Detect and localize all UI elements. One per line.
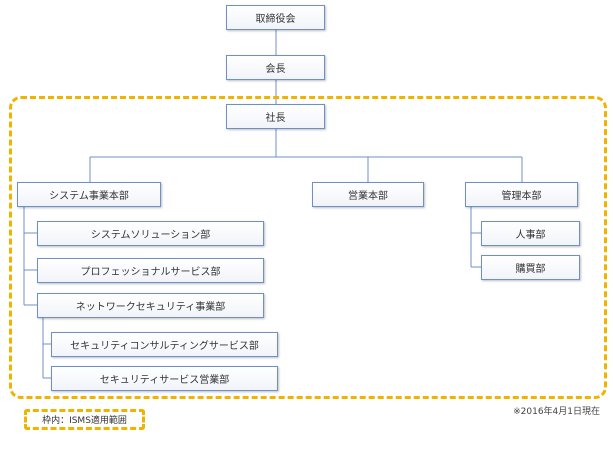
node-purchasing-dept-label: 購買部 xyxy=(515,264,546,275)
node-chairman-label: 会長 xyxy=(265,64,286,75)
node-security-consulting-dept: セキュリティコンサルティングサービス部 xyxy=(51,332,278,357)
node-security-sales-dept: セキュリティサービス営業部 xyxy=(51,366,278,391)
node-hr-dept: 人事部 xyxy=(481,221,580,246)
node-network-security-dept: ネットワークセキュリティ事業部 xyxy=(37,293,264,318)
node-system-division-label: システム事業本部 xyxy=(49,191,129,202)
node-professional-service-dept-label: プロフェッショナルサービス部 xyxy=(80,267,221,278)
node-board-label: 取締役会 xyxy=(255,14,296,25)
node-admin-division-label: 管理本部 xyxy=(501,191,542,202)
node-hr-dept-label: 人事部 xyxy=(515,230,546,241)
node-professional-service-dept: プロフェッショナルサービス部 xyxy=(37,258,264,283)
node-network-security-dept-label: ネットワークセキュリティ事業部 xyxy=(75,302,226,313)
node-security-sales-dept-label: セキュリティサービス営業部 xyxy=(99,375,230,386)
node-system-division: システム事業本部 xyxy=(17,182,161,207)
node-president-label: 社長 xyxy=(265,113,286,124)
node-president: 社長 xyxy=(226,104,325,129)
node-security-consulting-dept-label: セキュリティコンサルティングサービス部 xyxy=(70,341,259,352)
node-system-solution-dept-label: システムソリューション部 xyxy=(90,230,211,241)
node-admin-division: 管理本部 xyxy=(465,182,578,207)
node-purchasing-dept: 購買部 xyxy=(481,255,580,280)
isms-scope-frame xyxy=(9,96,607,399)
isms-scope-legend-label: 枠内：ISMS適用範囲 xyxy=(42,416,127,426)
node-chairman: 会長 xyxy=(226,55,325,80)
isms-scope-legend: 枠内：ISMS適用範囲 xyxy=(24,409,145,430)
node-sales-division: 営業本部 xyxy=(312,182,424,207)
node-sales-division-label: 営業本部 xyxy=(348,191,388,202)
as-of-date-note: ※2016年4月1日現在 xyxy=(513,407,600,417)
node-board: 取締役会 xyxy=(226,5,325,30)
node-system-solution-dept: システムソリューション部 xyxy=(37,221,264,246)
